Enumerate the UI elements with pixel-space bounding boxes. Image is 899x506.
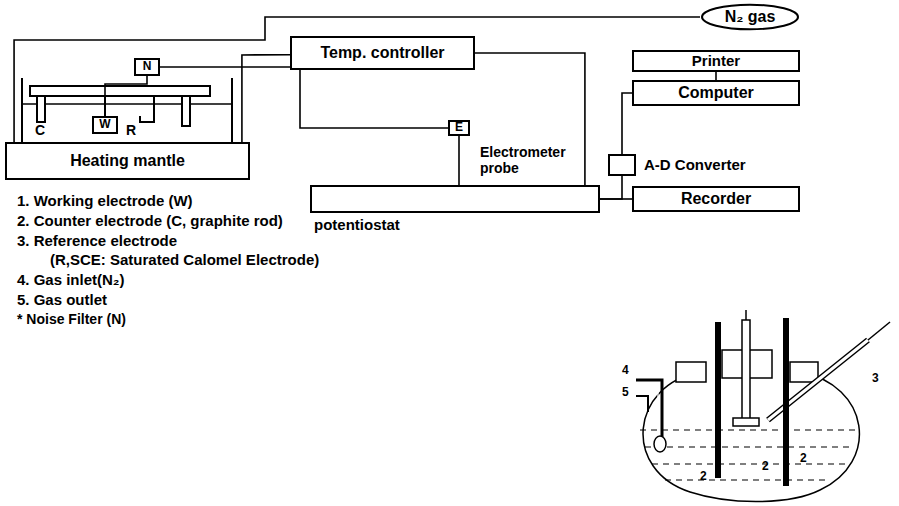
part-label: C: [35, 122, 45, 138]
legend-note: (R,SCE: Saturated Calomel Electrode): [50, 251, 319, 268]
legend-note: 4. Gas inlet(N₂): [17, 271, 125, 288]
wire: [475, 53, 585, 185]
part-label: R: [126, 122, 136, 138]
wire: [458, 136, 460, 185]
callout-number: 4: [622, 364, 629, 378]
noise-filter-box: N: [134, 58, 160, 76]
callout-number: 2: [800, 452, 807, 466]
computer-box: Computer: [632, 80, 800, 106]
flask-drawing: [636, 310, 890, 502]
legend-note: * Noise Filter (N): [17, 311, 126, 327]
node-label: Recorder: [681, 190, 751, 208]
node-label: Heating mantle: [70, 152, 185, 170]
wire: [14, 17, 700, 142]
legend-note: 1. Working electrode (W): [17, 192, 193, 209]
working-electrode-box: W: [92, 116, 118, 134]
callout-number: 5: [622, 386, 629, 400]
wire: [715, 72, 717, 80]
converter-box: A-D Converter: [608, 154, 636, 176]
legend-note: 3. Reference electrode: [17, 232, 177, 249]
wire: [105, 76, 147, 116]
callout-number: 2: [700, 470, 707, 484]
potentiostat-box: potentiostat: [310, 185, 600, 213]
node-label: Computer: [678, 84, 754, 102]
part-label: Electrometer probe: [480, 144, 580, 176]
node-label: W: [99, 118, 110, 131]
legend-note: 2. Counter electrode (C, graphite rod): [17, 212, 283, 229]
callout-number: 3: [872, 372, 879, 386]
node-label: N: [143, 60, 152, 73]
node-label: potentiostat: [314, 217, 400, 234]
wire: [600, 176, 622, 199]
wire: [160, 67, 448, 128]
electrometer-box: E: [448, 120, 470, 136]
heating-mantle: Heating mantle: [5, 142, 250, 180]
node-label: N₂ gas: [725, 8, 776, 26]
node-label: Printer: [692, 53, 740, 70]
controller-box: Temp. controller: [290, 36, 475, 70]
counter-rods: [718, 318, 786, 486]
printer-box: Printer: [632, 50, 800, 72]
gas-supply: N₂ gas: [700, 3, 800, 31]
legend-note: 5. Gas outlet: [17, 291, 107, 308]
node-label: Temp. controller: [320, 44, 444, 62]
cell-drawing: [22, 78, 232, 142]
node-label: A-D Converter: [644, 157, 746, 174]
callout-number: 2: [762, 460, 769, 474]
recorder-box: Recorder: [632, 186, 800, 212]
wire: [622, 93, 632, 154]
node-label: E: [455, 121, 463, 134]
